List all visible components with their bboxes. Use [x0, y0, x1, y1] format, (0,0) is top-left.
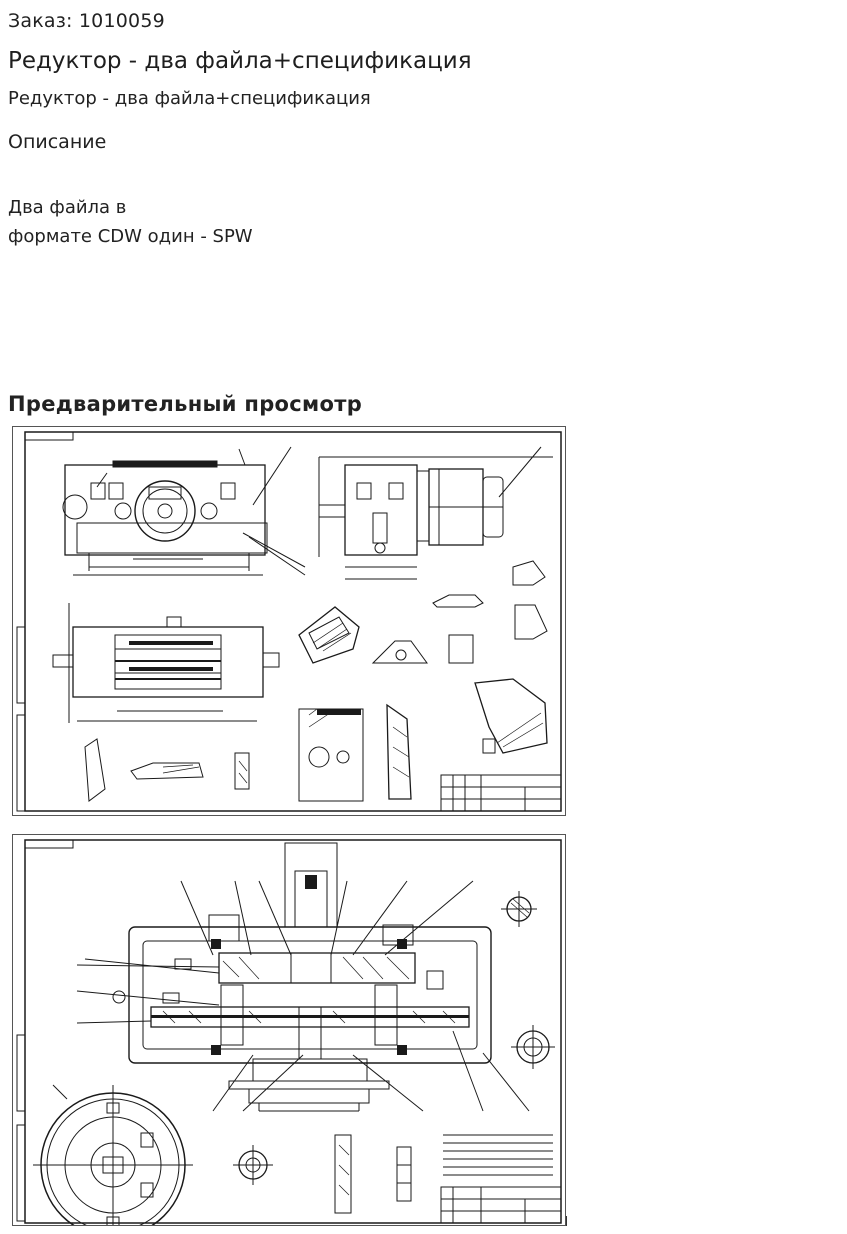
preview-drawing-sheet-2[interactable]: [12, 834, 566, 1226]
technical-drawing-assembly-section: [16, 839, 562, 1225]
description-heading: Описание: [8, 131, 107, 153]
technical-drawing-general-view: [16, 431, 562, 812]
description-line: формате CDW один - SPW: [8, 226, 253, 247]
description-body: Два файла в формате CDW один - SPW: [8, 193, 253, 251]
preview-drawing-sheet-1[interactable]: [12, 426, 566, 816]
page-subtitle: Редуктор - два файла+спецификация: [8, 88, 371, 109]
scroll-edge-marker: [566, 1216, 567, 1226]
preview-heading: Предварительный просмотр: [8, 392, 363, 416]
page-title: Редуктор - два файла+спецификация: [8, 48, 472, 74]
order-number: Заказ: 1010059: [8, 10, 165, 32]
description-line: Два файла в: [8, 197, 127, 218]
